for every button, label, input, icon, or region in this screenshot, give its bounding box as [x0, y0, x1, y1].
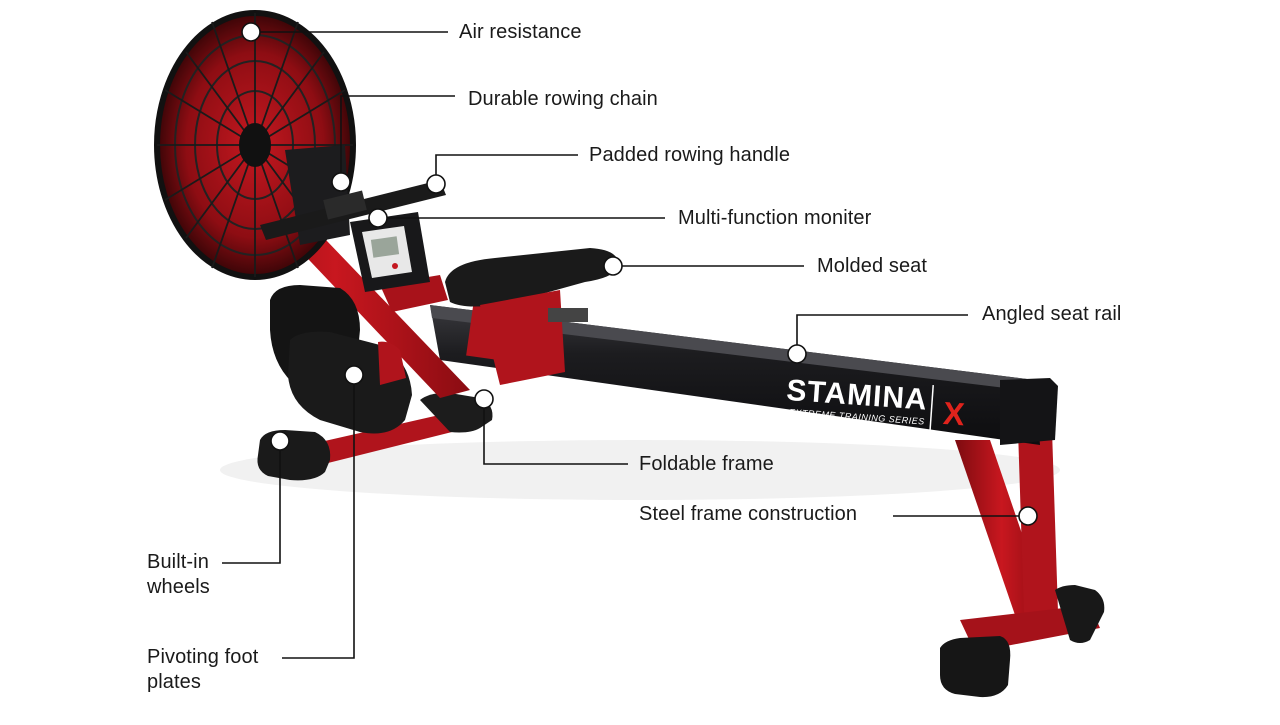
label-pivoting-foot-plates-line-1: Pivoting foot: [147, 646, 259, 668]
floor-shadow: [220, 440, 1060, 500]
leader-foldable-frame: [483, 399, 628, 465]
label-air-resistance: Air resistance: [459, 21, 582, 43]
label-built-in-wheels-line-1: Built-in: [147, 551, 209, 573]
rowing-handle: [260, 180, 446, 240]
label-molded-seat: Molded seat: [817, 255, 928, 277]
dot-angled-seat-rail: [787, 344, 807, 364]
seat: [445, 248, 619, 385]
label-pivoting-foot-plates-line-2: plates: [147, 671, 201, 693]
leader-padded-rowing-handle: [435, 154, 578, 184]
seat-rail: [430, 305, 1058, 445]
label-built-in-wheels: Built-in wheels: [147, 550, 210, 600]
dot-padded-rowing-handle: [426, 174, 446, 194]
brand-logo: STAMINA EXTREME TRAINING SERIES X: [785, 374, 966, 432]
leader-pivoting-foot-plates: [282, 375, 355, 659]
label-padded-rowing-handle: Padded rowing handle: [589, 144, 791, 166]
dot-air-resistance: [241, 22, 261, 42]
dot-pivoting-foot-plates: [344, 365, 364, 385]
rear-stand: [940, 430, 1105, 698]
leader-durable-rowing-chain: [340, 95, 455, 182]
dot-molded-seat: [603, 256, 623, 276]
leader-built-in-wheels: [222, 441, 281, 564]
label-durable-rowing-chain: Durable rowing chain: [468, 88, 658, 110]
dot-multi-function-monitor: [368, 208, 388, 228]
label-foldable-frame: Foldable frame: [639, 453, 774, 475]
callout-dots: [241, 22, 1038, 526]
leader-angled-seat-rail: [796, 314, 968, 354]
label-steel-frame-construction: Steel frame construction: [639, 503, 858, 525]
dot-steel-frame-construction: [1018, 506, 1038, 526]
label-angled-seat-rail: Angled seat rail: [982, 303, 1122, 325]
dot-built-in-wheels: [270, 431, 290, 451]
brand-mark: X: [942, 395, 966, 432]
callout-lines: [222, 31, 1028, 659]
label-multi-function-monitor: Multi-function moniter: [678, 207, 872, 229]
label-pivoting-foot-plates: Pivoting foot plates: [147, 645, 258, 695]
label-built-in-wheels-line-2: wheels: [147, 576, 210, 598]
front-base: [257, 392, 493, 481]
dot-foldable-frame: [474, 389, 494, 409]
monitor: [350, 212, 430, 292]
dot-durable-rowing-chain: [331, 172, 351, 192]
